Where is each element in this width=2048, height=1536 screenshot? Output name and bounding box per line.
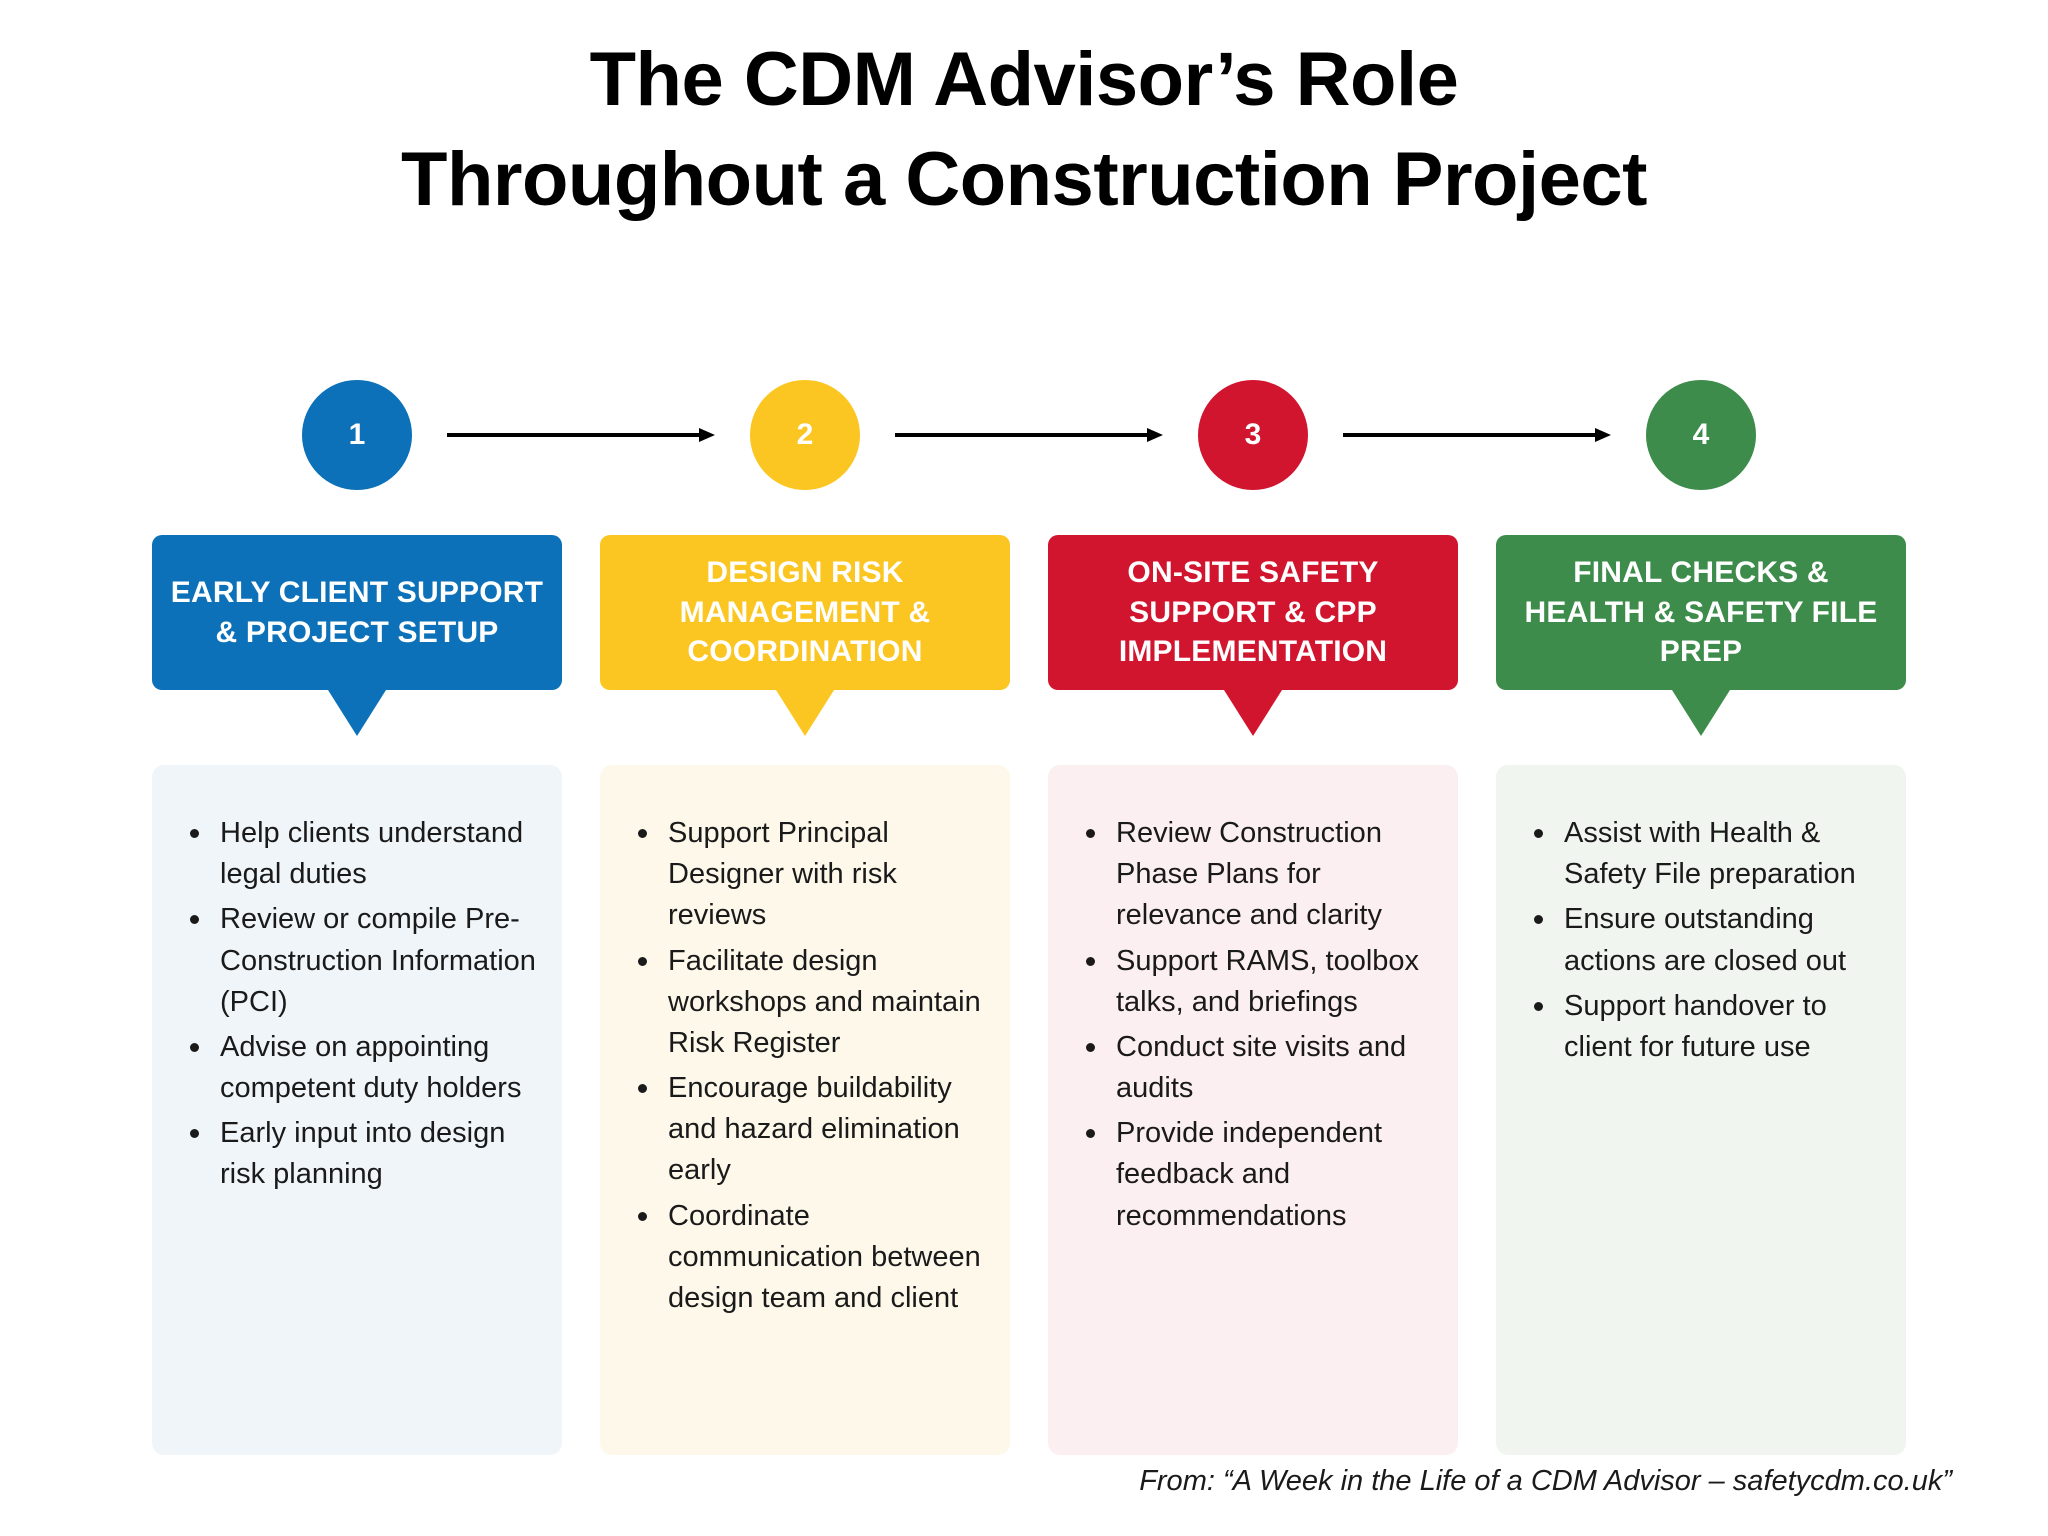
stage-bullet-list: Assist with Health & Safety File prepara… — [1520, 813, 1882, 1068]
stage-header-3[interactable]: ON-SITE SAFETY SUPPORT & CPP IMPLEMENTAT… — [1048, 535, 1458, 736]
arrow-3-to-4-icon — [1343, 428, 1611, 442]
title-line-1: The CDM Advisor’s Role — [589, 37, 1459, 122]
step-number-label: 3 — [1244, 418, 1262, 451]
step-circle-2: 2 — [750, 380, 860, 490]
step-number-label: 1 — [348, 418, 366, 451]
list-item: Conduct site visits and audits — [1072, 1027, 1434, 1109]
stage-panel-2: Support Principal Designer with risk rev… — [600, 765, 1010, 1455]
stage-header-label: ON-SITE SAFETY SUPPORT & CPP IMPLEMENTAT… — [1118, 556, 1388, 669]
stage-header-1[interactable]: EARLY CLIENT SUPPORT & PROJECT SETUP — [152, 535, 562, 736]
stage-bullet-list: Support Principal Designer with risk rev… — [624, 813, 986, 1319]
stage-bullet-list: Review Construction Phase Plans for rele… — [1072, 813, 1434, 1237]
stage-header-label: EARLY CLIENT SUPPORT & PROJECT SETUP — [170, 575, 544, 649]
list-item: Help clients understand legal duties — [176, 813, 538, 895]
stage-panel-4: Assist with Health & Safety File prepara… — [1496, 765, 1906, 1455]
title-line-2: Throughout a Construction Project — [401, 137, 1647, 223]
list-item: Review or compile Pre-Construction Infor… — [176, 899, 538, 1023]
list-item: Support Principal Designer with risk rev… — [624, 813, 986, 937]
stage-header-pointer-icon — [1672, 690, 1730, 736]
step-number-label: 4 — [1692, 418, 1710, 451]
list-item: Early input into design risk planning — [176, 1113, 538, 1195]
step-circle-4: 4 — [1646, 380, 1756, 490]
list-item: Assist with Health & Safety File prepara… — [1520, 813, 1882, 895]
stage-panel-3: Review Construction Phase Plans for rele… — [1048, 765, 1458, 1455]
list-item: Support RAMS, toolbox talks, and briefin… — [1072, 941, 1434, 1023]
list-item: Ensure outstanding actions are closed ou… — [1520, 899, 1882, 981]
stage-header-2[interactable]: DESIGN RISK MANAGEMENT & COORDINATION — [600, 535, 1010, 736]
list-item: Review Construction Phase Plans for rele… — [1072, 813, 1434, 937]
step-number-label: 2 — [796, 418, 814, 451]
stage-header-pointer-icon — [1224, 690, 1282, 736]
list-item: Support handover to client for future us… — [1520, 986, 1882, 1068]
stage-header-pointer-icon — [776, 690, 834, 736]
arrow-2-to-3-icon — [895, 428, 1163, 442]
stage-header-pointer-icon — [328, 690, 386, 736]
stage-header-4[interactable]: FINAL CHECKS & HEALTH & SAFETY FILE PREP — [1496, 535, 1906, 736]
stage-header-label: FINAL CHECKS & HEALTH & SAFETY FILE PREP — [1524, 556, 1878, 669]
stage-header-label: DESIGN RISK MANAGEMENT & COORDINATION — [679, 556, 931, 669]
list-item: Provide independent feedback and recomme… — [1072, 1113, 1434, 1237]
arrow-1-to-2-icon — [447, 428, 715, 442]
list-item: Coordinate communication between design … — [624, 1196, 986, 1320]
source-attribution: From: “A Week in the Life of a CDM Advis… — [1139, 1465, 1952, 1497]
step-circle-1: 1 — [302, 380, 412, 490]
list-item: Encourage buildability and hazard elimin… — [624, 1068, 986, 1192]
list-item: Facilitate design workshops and maintain… — [624, 941, 986, 1065]
step-sequence: 1 2 3 4 — [152, 380, 1896, 490]
step-circle-3: 3 — [1198, 380, 1308, 490]
list-item: Advise on appointing competent duty hold… — [176, 1027, 538, 1109]
page-title: The CDM Advisor’s Role Throughout a Cons… — [0, 30, 2048, 231]
